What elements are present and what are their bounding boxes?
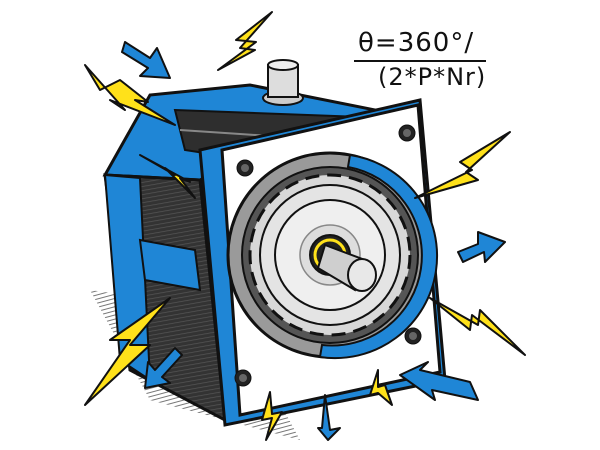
arrows	[121, 41, 506, 441]
step-angle-formula: θ=360°/ (2*P*Nr)	[354, 28, 487, 92]
lightning-icon	[84, 297, 171, 406]
formula-numerator: θ=360°/	[354, 28, 487, 62]
lightning-icon	[217, 11, 273, 71]
arrow-icon	[317, 394, 341, 441]
lightning-icon	[261, 391, 283, 441]
lightning-icon	[139, 154, 196, 199]
arrow-icon	[399, 361, 479, 401]
lightning-icon	[414, 131, 511, 199]
rear-shaft	[262, 59, 304, 106]
lightning-icon	[429, 297, 526, 356]
lightning-bolts	[84, 11, 526, 441]
arrow-icon	[144, 347, 183, 389]
lightning-icon	[84, 64, 176, 126]
output-shaft	[316, 243, 377, 292]
arrow-icon	[457, 231, 506, 263]
formula-denominator: (2*P*Nr)	[378, 63, 487, 91]
arrow-icon	[121, 41, 171, 79]
lightning-icon	[369, 369, 393, 406]
